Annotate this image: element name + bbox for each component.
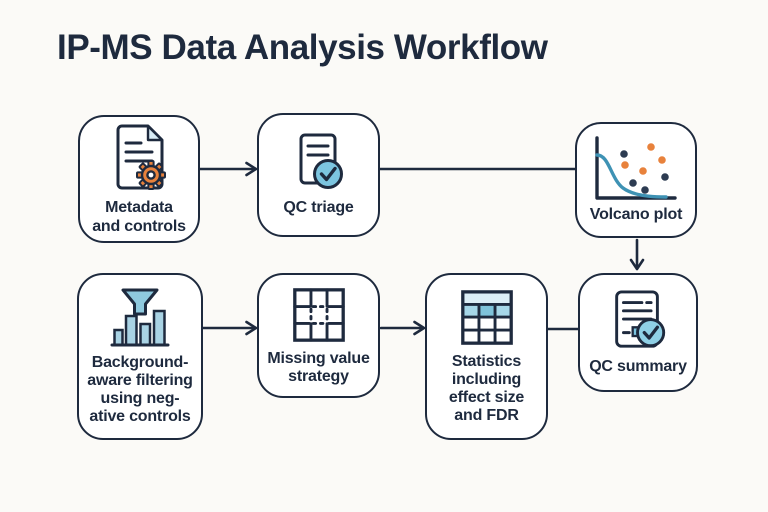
node-qc-summary: QC summary bbox=[578, 273, 698, 392]
node-missing-value-strategy: Missing value strategy bbox=[257, 273, 380, 398]
table-highlighted-icon bbox=[460, 290, 513, 345]
page-title: IP-MS Data Analysis Workflow bbox=[57, 28, 548, 67]
arrowhead-right-icon bbox=[413, 320, 426, 336]
node-metadata-and-controls: Metadata and controls bbox=[78, 115, 200, 243]
node-label: Statistics including effect size and FDR bbox=[448, 352, 525, 425]
arrowhead-right-icon bbox=[245, 320, 258, 336]
arrowhead-down-icon bbox=[629, 258, 645, 271]
node-label: Metadata and controls bbox=[92, 199, 186, 235]
node-background-aware-filtering: Background- aware filtering using neg- a… bbox=[77, 273, 203, 440]
document-gear-icon bbox=[116, 124, 166, 191]
funnel-bars-icon bbox=[110, 288, 170, 347]
node-label: Background- aware filtering using neg- a… bbox=[87, 353, 193, 426]
report-check-icon bbox=[615, 290, 666, 348]
navy-dots bbox=[620, 150, 669, 195]
gear-icon bbox=[136, 160, 166, 191]
node-label: Missing value strategy bbox=[267, 349, 370, 385]
node-volcano-plot: Volcano plot bbox=[575, 122, 697, 238]
orange-dots bbox=[621, 143, 666, 176]
edge-volcano-to-qc-summary bbox=[629, 238, 645, 271]
arrowhead-right-icon bbox=[245, 161, 258, 177]
edge-missing-to-statistics bbox=[379, 320, 426, 336]
node-qc-triage: QC triage bbox=[257, 113, 380, 237]
node-statistics-effect-size-fdr: Statistics including effect size and FDR bbox=[425, 273, 548, 440]
edge-metadata-to-qc-triage bbox=[195, 161, 258, 177]
edge-filtering-to-missing bbox=[201, 320, 258, 336]
node-label: Volcano plot bbox=[589, 206, 683, 224]
node-label: QC triage bbox=[283, 199, 354, 217]
grid-missing-cell-icon bbox=[292, 288, 345, 342]
volcano-scatter-icon bbox=[595, 136, 677, 201]
document-check-icon bbox=[299, 133, 343, 190]
node-label: QC summary bbox=[589, 357, 687, 375]
